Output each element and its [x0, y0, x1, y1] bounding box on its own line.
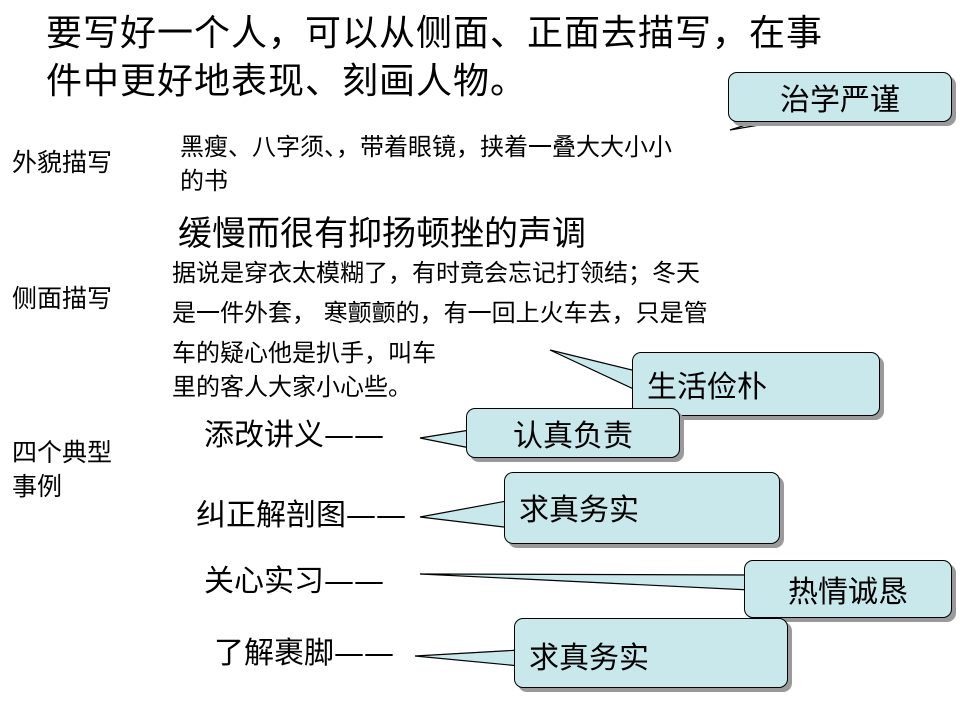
- callout-truth-seeking-1-text: 求真务实: [519, 493, 639, 528]
- callout-sincere: 热情诚恳: [744, 560, 952, 618]
- callout-sincere-text: 热情诚恳: [788, 575, 908, 610]
- events-label-line-2: 事例: [12, 472, 63, 501]
- side-text-line-4: 里的客人大家小心些。: [172, 373, 412, 401]
- callout-responsible-text: 认真负责: [513, 419, 633, 454]
- callout-pointer-frugal: [549, 349, 641, 393]
- callout-scholarly-text: 治学严谨: [780, 83, 900, 118]
- side-text-line-3: 车的疑心他是扒手，叫车: [172, 339, 436, 367]
- side-description-label: 侧面描写: [12, 284, 113, 313]
- callout-truth-seeking-2: 求真务实: [514, 618, 788, 688]
- title-line-2: 件中更好地表现、刻画人物。: [46, 61, 528, 102]
- callout-pointer-responsible: [419, 429, 471, 449]
- event-item-internship: 关心实习——: [204, 564, 384, 599]
- event-item-foot-binding: 了解裹脚——: [214, 636, 394, 671]
- voice-description: 缓慢而很有抑扬顿挫的声调: [178, 214, 586, 254]
- callout-frugal: 生活俭朴: [632, 352, 880, 416]
- event-item-anatomy-diagram: 纠正解剖图——: [196, 498, 406, 533]
- side-text-line-2: 是一件外套， 寒颤颤的，有一回上火车去，只是管: [172, 299, 708, 327]
- event-item-lecture-notes: 添改讲义——: [204, 418, 384, 453]
- appearance-text-line-2: 的书: [180, 167, 228, 195]
- callout-pointer-truth-1: [419, 499, 513, 529]
- slide-title: 要写好一个人，可以从侧面、正面去描写，在事 件中更好地表现、刻画人物。: [46, 10, 823, 106]
- callout-scholarly: 治学严谨: [728, 72, 952, 122]
- callout-responsible: 认真负责: [466, 408, 680, 458]
- callout-truth-seeking-2-text: 求真务实: [529, 641, 649, 676]
- side-text-line-1: 据说是穿衣太模糊了，有时竟会忘记打领结；冬天: [172, 259, 700, 287]
- callout-pointer-sincere: [419, 573, 751, 591]
- title-line-1: 要写好一个人，可以从侧面、正面去描写，在事: [46, 13, 824, 54]
- appearance-text-line-1: 黑瘦、八字须、，带着眼镜，挟着一叠大大小小: [180, 133, 672, 161]
- callout-truth-seeking-1: 求真务实: [504, 472, 780, 544]
- events-label-line-1: 四个典型: [12, 438, 113, 467]
- callout-pointer-truth-2: [414, 649, 521, 667]
- callout-frugal-text: 生活俭朴: [647, 370, 767, 405]
- appearance-label: 外貌描写: [12, 148, 113, 177]
